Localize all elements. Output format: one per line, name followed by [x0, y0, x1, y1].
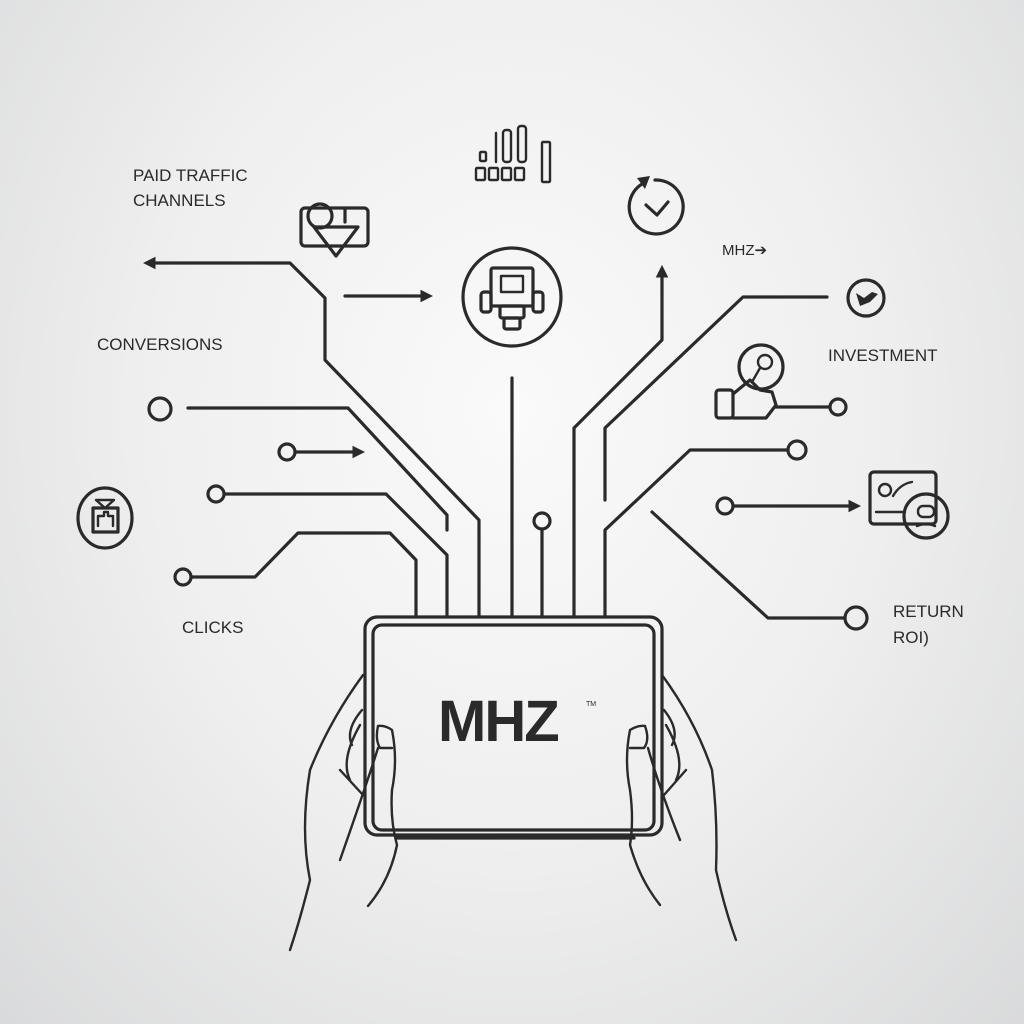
right-hand — [625, 673, 738, 942]
hand-search-icon — [714, 343, 785, 420]
node-circle — [715, 496, 735, 516]
label-channels: CHANNELS — [133, 191, 226, 210]
check-refresh-icon — [627, 176, 685, 236]
traces-left — [142, 256, 481, 619]
traces-center — [510, 376, 552, 619]
left-hand — [288, 673, 399, 952]
node-circle — [277, 442, 297, 462]
node-circle — [843, 605, 869, 631]
label-mhz-arrow: MHZ➔ — [722, 242, 767, 259]
trace — [186, 406, 449, 532]
device-logo: MHZ — [438, 689, 558, 754]
label-conversions: CONVERSIONS — [97, 335, 223, 354]
label-roi: ROI) — [893, 628, 929, 647]
trademark: TM — [586, 701, 596, 708]
label-investment: INVESTMENT — [828, 346, 938, 365]
robot-icon — [461, 246, 563, 348]
label-clicks: CLICKS — [182, 618, 243, 637]
trace-arrow-up — [572, 264, 669, 619]
label-return: RETURN — [893, 602, 964, 621]
traffic-funnel-icon — [299, 202, 370, 258]
node-circle — [206, 484, 226, 504]
trace — [603, 295, 829, 502]
node-circle — [828, 397, 848, 417]
trace — [190, 531, 418, 619]
label-paid-traffic: PAID TRAFFIC — [133, 166, 248, 185]
trace — [223, 492, 449, 619]
profile-card-icon — [868, 470, 950, 540]
node-circle — [786, 439, 808, 461]
plane-icon — [846, 278, 886, 318]
gift-box-icon — [76, 486, 134, 550]
trace — [603, 448, 790, 619]
tablet-device: MHZ TM — [363, 615, 664, 840]
bar-chart-icon — [474, 124, 552, 184]
node-circle — [147, 396, 173, 422]
node-circle — [173, 567, 193, 587]
node-circle — [532, 511, 552, 531]
trace — [650, 510, 847, 620]
traces-right — [572, 264, 869, 631]
trace-left-arrow — [142, 256, 481, 619]
